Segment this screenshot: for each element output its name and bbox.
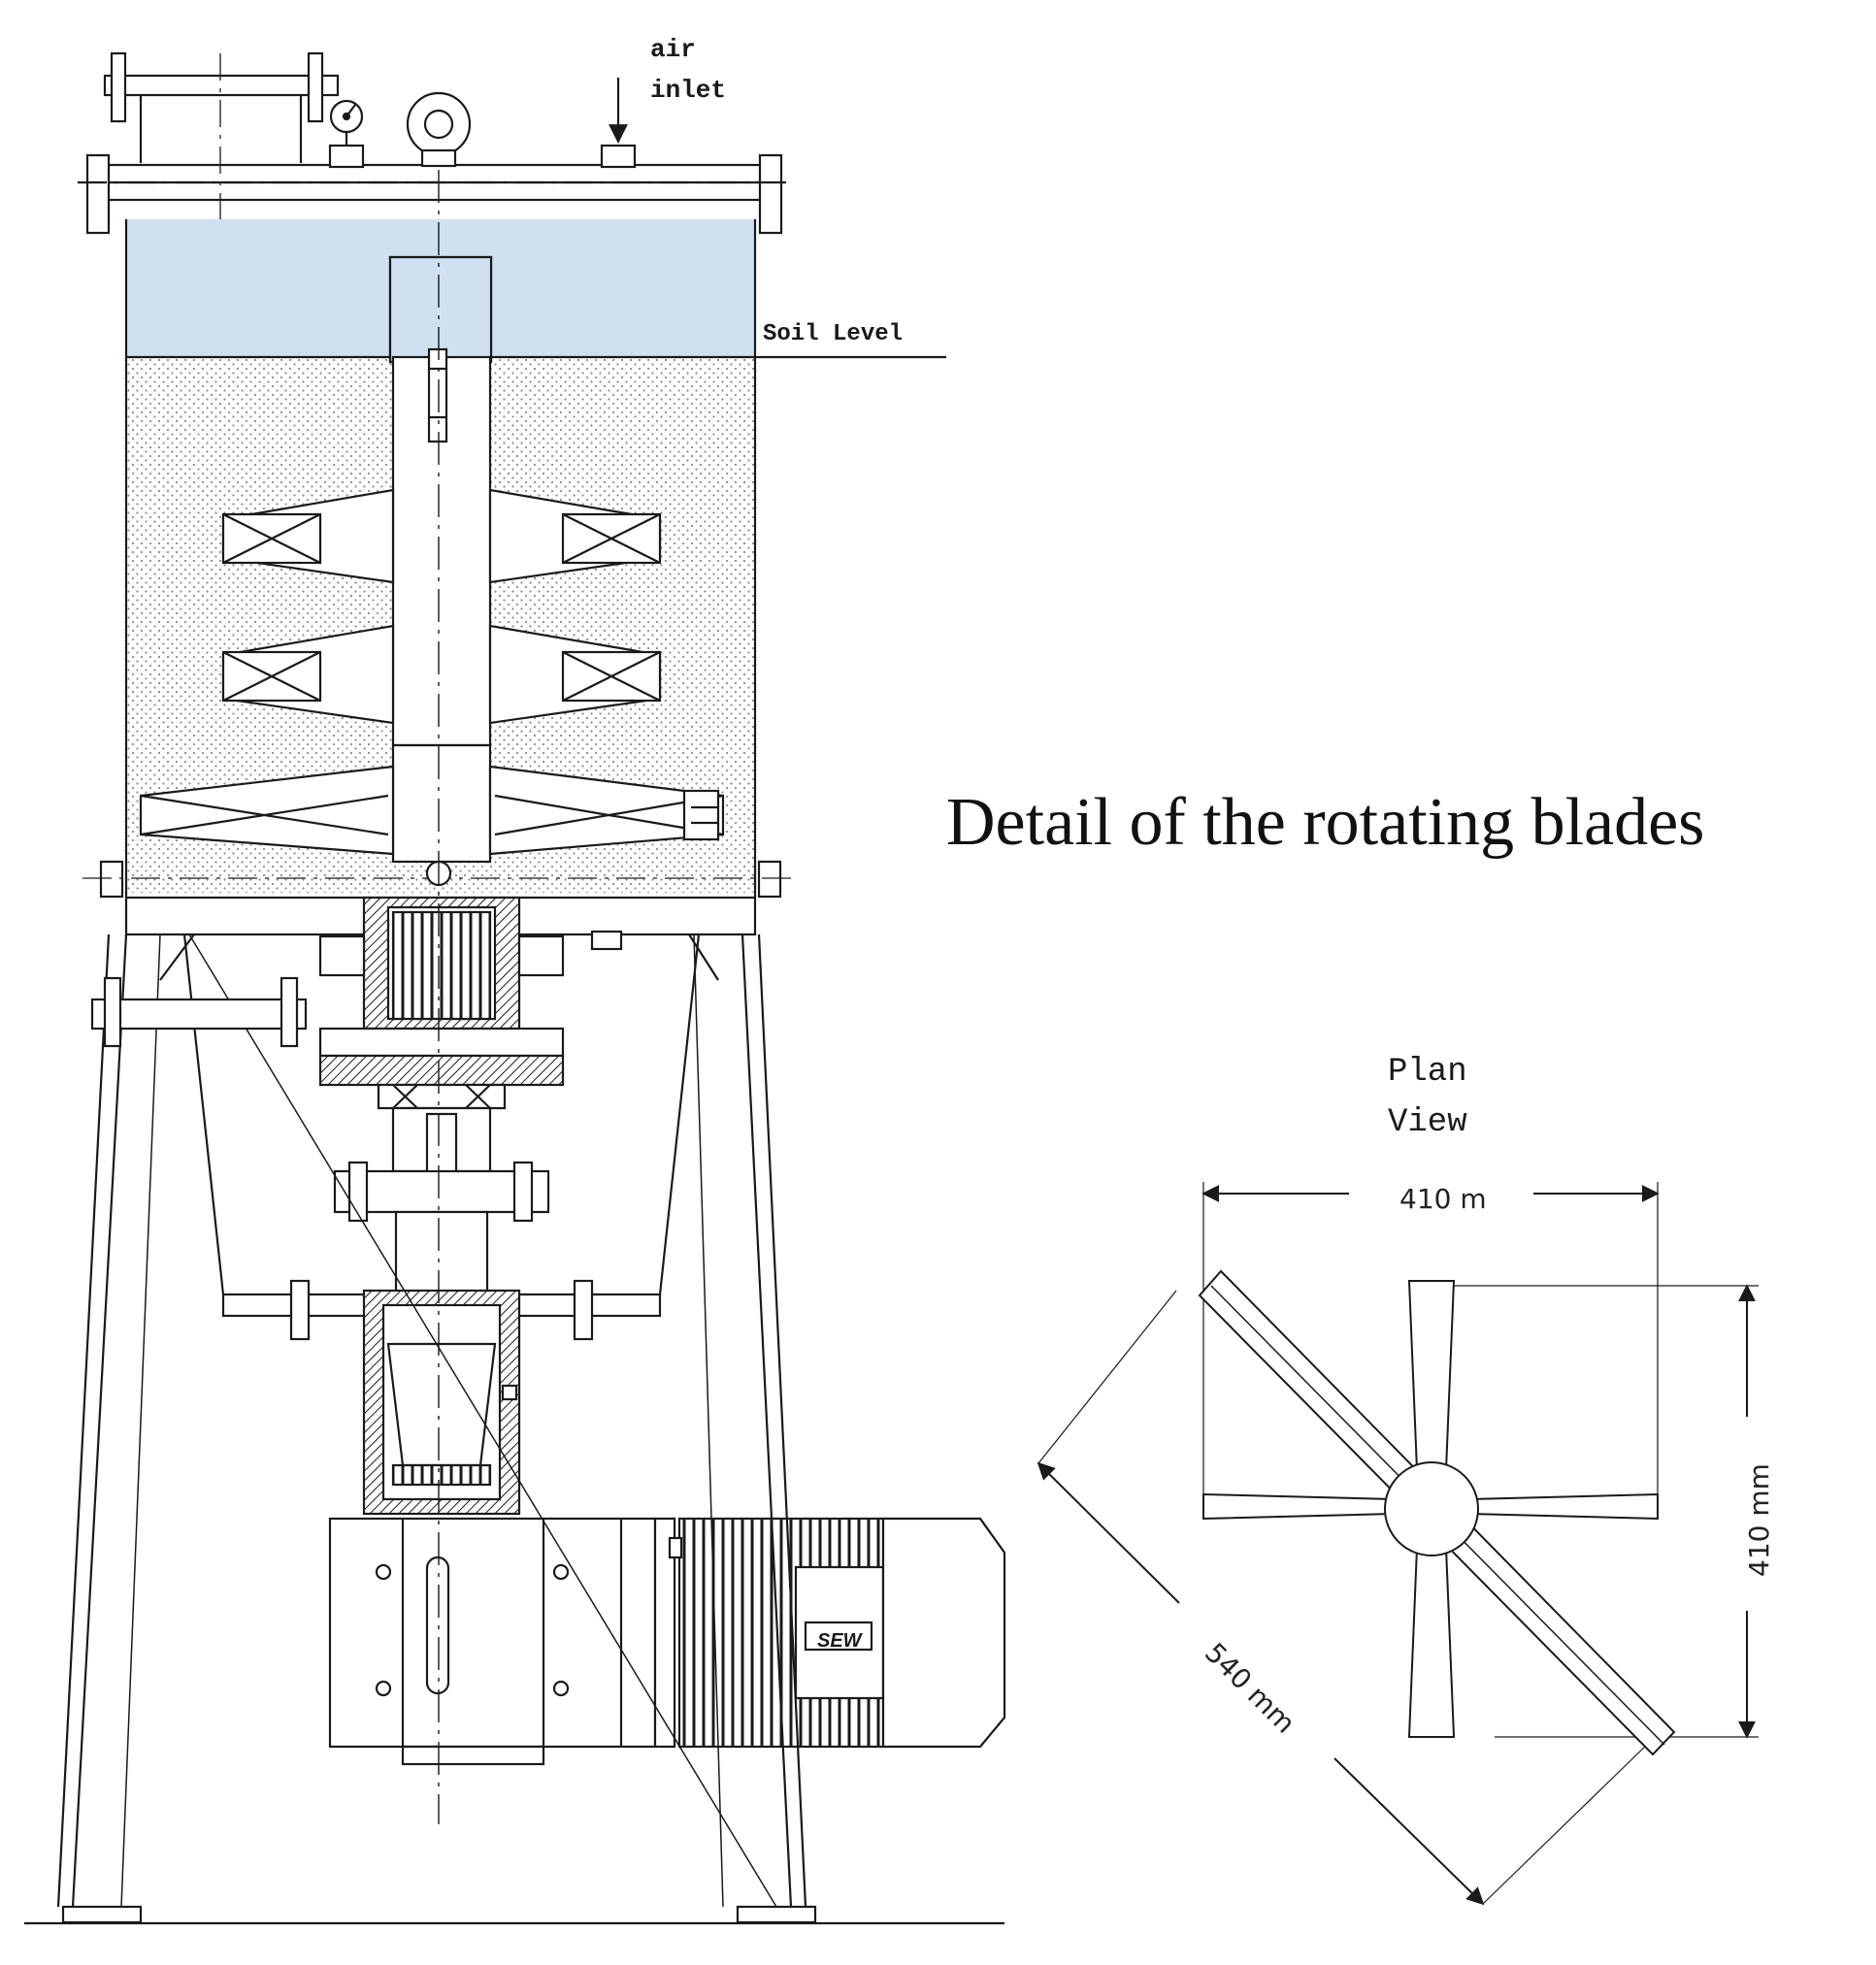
support-frame <box>24 930 1004 1925</box>
lid-assembly <box>78 51 791 235</box>
motor-brand-label: SEW <box>817 1630 864 1652</box>
shaft-hub <box>391 743 492 864</box>
plan-view-label-line2: View <box>1388 1104 1467 1141</box>
air-inlet-label-line2: inlet <box>650 76 726 105</box>
soil-level-label: Soil Level <box>763 321 903 347</box>
air-inlet-label-line1: air <box>650 35 696 64</box>
clamp-bolt-right <box>307 51 324 123</box>
foot-left <box>61 1905 143 1924</box>
plan-view-drawing <box>1037 1182 1759 1906</box>
blade-lower-left <box>139 765 395 856</box>
pressure-gauge-icon <box>329 99 364 134</box>
lifting-eye-icon <box>406 91 472 168</box>
mounting-plate <box>318 1027 565 1058</box>
top-clamp-bar <box>103 74 340 97</box>
lid-bolt-left <box>85 153 111 235</box>
reactor-elevation <box>24 51 1006 1925</box>
dim-side-label: 410 mm <box>1743 1463 1775 1577</box>
drive-train <box>221 896 662 1516</box>
dim-top-label: 410 m <box>1399 1183 1487 1215</box>
motor-badge <box>804 1621 873 1652</box>
shaft-key <box>427 347 448 443</box>
mixer-blades <box>139 488 725 856</box>
plan-hub <box>1384 1461 1479 1556</box>
coupling-flange <box>333 1169 550 1214</box>
frame-cross-brace <box>90 998 308 1031</box>
gear-motor <box>328 1517 1006 1766</box>
gearbox-body <box>328 1517 657 1749</box>
foot-right <box>736 1905 817 1924</box>
blades-detail-heading: Detail of the rotating blades <box>946 785 1704 860</box>
air-inlet-port <box>600 144 637 169</box>
dim-diagonal-label: 540 mm <box>1199 1637 1301 1740</box>
clamp-bolt-left <box>110 51 127 123</box>
central-shaft <box>388 255 493 887</box>
lid-bolt-right <box>758 153 783 235</box>
gauge-port <box>328 144 365 169</box>
plan-view-label-line1: Plan <box>1388 1054 1467 1091</box>
motor-endcap <box>881 1517 1006 1749</box>
